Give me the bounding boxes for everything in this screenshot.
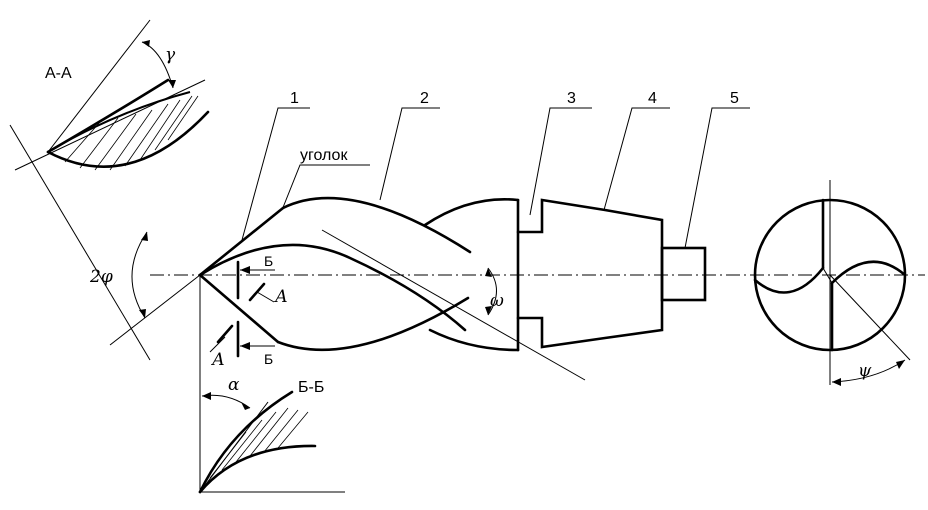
psi-arrow-left — [832, 378, 841, 386]
alpha-arrow-left — [202, 392, 211, 400]
point-angle: 2φ — [89, 231, 201, 346]
leader-4 — [603, 107, 670, 211]
omega-arrow-bottom — [485, 306, 492, 315]
part-2-label: 2 — [420, 90, 429, 107]
arrow-b-bottom-label: Б — [264, 351, 273, 367]
cutting-edge-upper — [198, 206, 285, 277]
aa-base-line — [14, 79, 206, 171]
part-3-label: 3 — [567, 90, 576, 107]
aa-section-top — [47, 91, 191, 153]
end-view-lip-right — [830, 260, 907, 285]
flute-upper-outer — [281, 196, 472, 254]
section-aa-label: А-А — [45, 65, 72, 82]
psi-label: ψ — [858, 361, 872, 381]
alpha-arrow-right — [241, 402, 250, 410]
section-markers: Б А А Б — [209, 253, 288, 370]
part-4-label: 4 — [648, 90, 657, 107]
end-view-lip-left — [753, 266, 825, 294]
psi-arrow-right — [896, 360, 905, 369]
aa-edge-line — [47, 19, 151, 153]
leaders: 1 уголок 2 3 4 5 — [241, 90, 750, 249]
arrow-a-top-label: А — [274, 287, 288, 307]
flute-lower-tail — [428, 328, 520, 352]
leader-2 — [379, 107, 440, 201]
gamma-arrow-end — [168, 80, 176, 88]
part-5-label: 5 — [730, 90, 739, 107]
neck-and-shank — [516, 198, 664, 349]
section-bb: α Б-Б — [198, 275, 345, 494]
aa-flank-face — [46, 110, 210, 168]
section-aa: А-А γ — [9, 19, 210, 361]
bb-rake-face — [198, 444, 317, 494]
two-phi-arc — [131, 231, 148, 319]
gamma-label: γ — [165, 45, 176, 65]
bb-hatching — [209, 407, 309, 479]
gamma-arrow-start — [142, 40, 150, 47]
tang — [660, 246, 707, 302]
psi-line — [829, 274, 911, 361]
two-phi-arrow-bottom — [139, 309, 146, 318]
arrow-a-bottom-line — [209, 336, 226, 353]
arrow-b-top-head — [240, 266, 250, 274]
flute-lower-outer — [276, 296, 470, 352]
end-view: ψ — [753, 180, 911, 386]
leader-5 — [684, 107, 750, 249]
omega-arrow-top — [485, 268, 492, 277]
part-1-label: 1 — [290, 90, 299, 107]
aa-hatching — [64, 95, 199, 171]
alpha-label: α — [228, 375, 240, 395]
arrow-b-bottom-head — [240, 342, 250, 350]
helix-angle-line — [321, 229, 586, 381]
arrow-a-top-line — [256, 291, 275, 303]
two-phi-label: 2φ — [89, 267, 113, 287]
flute-upper-tail — [423, 198, 520, 227]
bb-flank-face — [198, 390, 294, 494]
leader-3 — [529, 107, 592, 216]
leader-corner — [281, 164, 370, 211]
aa-normal-line — [9, 124, 151, 361]
cutting-edge-lower — [198, 273, 280, 344]
arrow-a-bottom-label: А — [211, 350, 225, 370]
point-angle-lower-line — [109, 274, 201, 346]
flute-mid-curve — [198, 243, 467, 332]
cut-mark-a-bottom — [216, 324, 234, 344]
leader-1 — [241, 107, 310, 241]
drill-shank — [516, 198, 707, 349]
omega-label: ω — [490, 291, 504, 311]
arrow-b-top-label: Б — [264, 253, 273, 269]
section-bb-label: Б-Б — [298, 379, 324, 396]
drill-cutting-part: ω — [198, 196, 586, 381]
corner-label: уголок — [300, 147, 348, 164]
two-phi-arrow-top — [141, 232, 148, 241]
omega-arc — [487, 267, 497, 316]
